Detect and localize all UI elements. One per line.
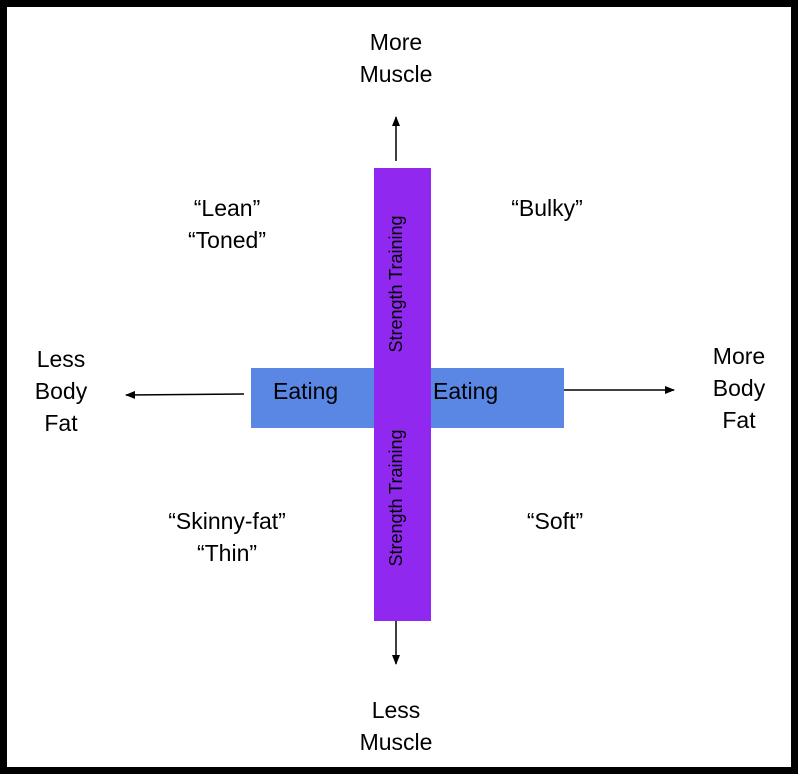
axis-label-less-body-fat: Less Body Fat <box>34 346 88 436</box>
strength-training-bar <box>374 168 431 621</box>
eating-label-right: Eating <box>433 378 499 404</box>
axis-label-more-muscle: More Muscle <box>359 29 433 87</box>
axis-arrows <box>125 116 675 665</box>
strength-training-label-top: Strength Training <box>386 215 406 353</box>
quadrant-top-left: “Lean” “Toned” <box>188 195 266 253</box>
strength-training-label-bottom: Strength Training <box>386 429 406 567</box>
quadrant-bottom-left: “Skinny-fat” “Thin” <box>168 508 286 566</box>
quadrant-bottom-right: “Soft” <box>526 508 584 534</box>
arrow-left <box>125 390 245 399</box>
eating-label-left: Eating <box>273 378 339 404</box>
axis-label-more-body-fat: More Body Fat <box>712 343 766 433</box>
quadrant-top-right: “Bulky” <box>511 195 583 221</box>
axis-label-less-muscle: Less Muscle <box>359 697 433 755</box>
